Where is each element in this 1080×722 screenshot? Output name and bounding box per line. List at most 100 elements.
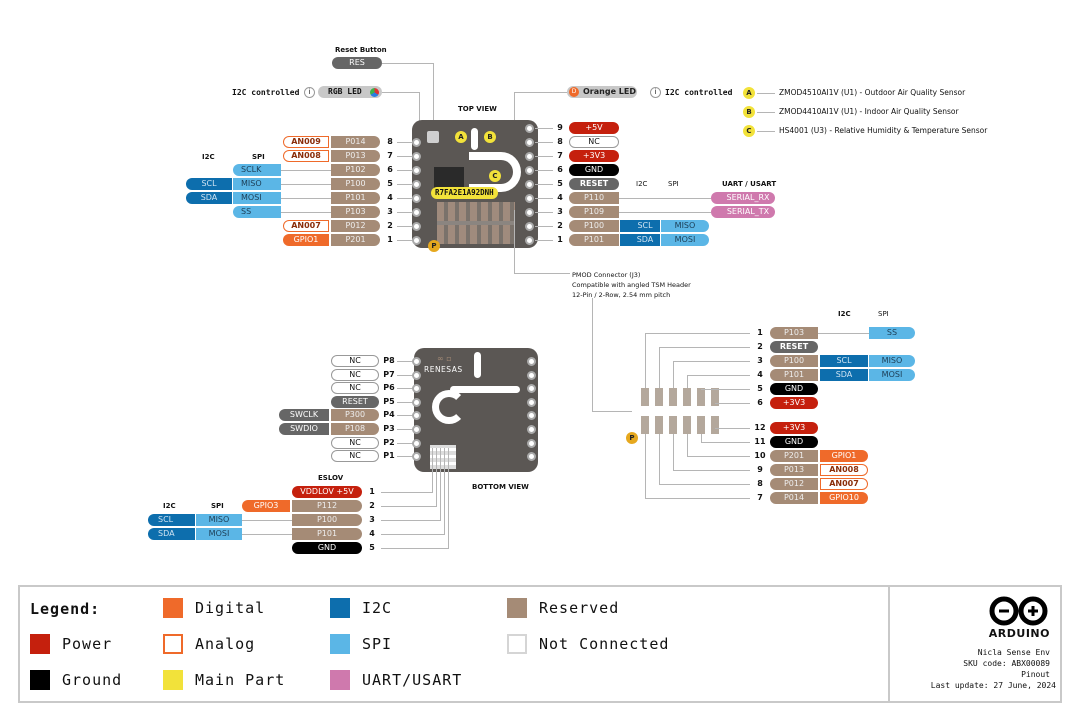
pin-label: GND [569, 164, 619, 176]
info-icon: i [650, 87, 661, 98]
pad-leader [397, 456, 415, 458]
pad-hole [527, 438, 536, 448]
reset-button-label: RES [332, 57, 382, 69]
pmod-pad [641, 388, 649, 406]
pin-number: 8 [387, 137, 393, 146]
legend-label-i2c: I2C [362, 599, 393, 617]
pad-hole [527, 452, 536, 462]
pin-hole [525, 180, 534, 189]
pin-label: P012 [331, 220, 380, 232]
pad-number: P1 [383, 451, 395, 461]
pin-label: RESET [770, 341, 818, 353]
i2c-function: SCL [148, 514, 195, 526]
top-view-title: TOP VIEW [458, 105, 497, 113]
pin-label: P103 [331, 206, 380, 218]
pad-hole [527, 370, 536, 380]
spi-function: MOSI [661, 234, 709, 246]
pin-number: 7 [557, 151, 563, 160]
pin-hole [525, 208, 534, 217]
pin-hole [525, 236, 534, 245]
legend-label-uart: UART/USART [362, 671, 463, 689]
eslov-spi-header: SPI [211, 502, 224, 510]
pin-leader [397, 226, 413, 227]
spi-function: MISO [869, 355, 915, 367]
pad-number: P4 [383, 410, 395, 420]
pin-leader [242, 534, 292, 535]
orange-led-label: Orange LED [567, 86, 637, 98]
pin-label: P201 [770, 450, 818, 462]
pmod-leader [687, 375, 750, 376]
pad-number: P7 [383, 369, 395, 379]
pin-label: VDDLOV +5V [292, 486, 362, 498]
pin-hole [412, 236, 421, 245]
pad-hole [527, 397, 536, 407]
legend-title: Legend: [30, 600, 101, 618]
legend-swatch-i2c [330, 598, 350, 618]
pin-number: 6 [557, 165, 563, 174]
pin-number: 3 [557, 207, 563, 216]
i2c-function: SCL [186, 178, 232, 190]
pin-number: 2 [757, 342, 763, 351]
pmod-leader [701, 434, 702, 442]
digital-function: GPIO1 [283, 234, 329, 246]
pin-number: 3 [757, 356, 763, 365]
pin-leader [281, 184, 331, 185]
spi-function: MISO [196, 514, 242, 526]
pin-number: 11 [754, 437, 766, 446]
pin-leader [619, 212, 711, 213]
analog-function: AN008 [283, 150, 329, 162]
reset-button-caption: Reset Button [335, 46, 387, 54]
pin-hole [412, 194, 421, 203]
pin-number: 8 [557, 137, 563, 146]
rgb-led-note: I2C controlled [232, 88, 300, 97]
pin-label: P102 [331, 164, 380, 176]
pin-number: 5 [369, 543, 375, 552]
pmod-leader [715, 428, 750, 429]
pin-label: NC [569, 136, 619, 148]
legend-swatch-nc [507, 634, 527, 654]
pmod-pad [683, 416, 691, 434]
legend-panel [18, 585, 1062, 703]
pin-number: 4 [757, 370, 763, 379]
pmod-leader [715, 403, 750, 404]
pin-hole [525, 194, 534, 203]
pin-leader [381, 492, 433, 493]
pin-hole [412, 152, 421, 161]
spi-function: MISO [233, 178, 281, 190]
pmod-leader [673, 361, 674, 388]
pin-leader [432, 448, 433, 492]
pin-leader [448, 448, 449, 548]
analog-function: AN009 [283, 136, 329, 148]
slot-graphic-bottom [474, 352, 481, 378]
doc-type: Pinout [1021, 670, 1050, 679]
pin-leader [397, 156, 413, 157]
pin-leader [440, 448, 441, 520]
pmod-leader [645, 333, 750, 334]
pmod-leader [673, 361, 750, 362]
pmod-i2c-header: I2C [838, 310, 851, 318]
top-right-uart-header: UART / USART [722, 180, 777, 188]
pmod-leader [645, 434, 646, 498]
spi-function: MISO [661, 220, 709, 232]
analog-function: AN007 [283, 220, 329, 232]
legend-swatch-digital [163, 598, 183, 618]
pin-number: 10 [754, 451, 766, 460]
pad-number: P2 [383, 437, 395, 447]
pin-hole [525, 166, 534, 175]
reset-button-graphic [427, 131, 439, 143]
legend-swatch-ground [30, 670, 50, 690]
pin-label: +5V [569, 122, 619, 134]
top-right-spi-header: SPI [668, 180, 679, 188]
sensor-description: HS4001 (U3) - Relative Humidity & Temper… [779, 126, 988, 135]
pad-hole [412, 397, 421, 407]
pin-hole [525, 124, 534, 133]
legend-label-digital: Digital [195, 599, 266, 617]
pmod-leader [659, 347, 660, 388]
sensor-badge: B [743, 106, 755, 118]
pin-label: P112 [292, 500, 362, 512]
pin-hole [412, 208, 421, 217]
pad-label: NC [331, 450, 379, 463]
pmod-leader [659, 484, 750, 485]
i2c-function: SDA [186, 192, 232, 204]
mcu-label: R7FA2E1A92DNH [431, 187, 498, 199]
